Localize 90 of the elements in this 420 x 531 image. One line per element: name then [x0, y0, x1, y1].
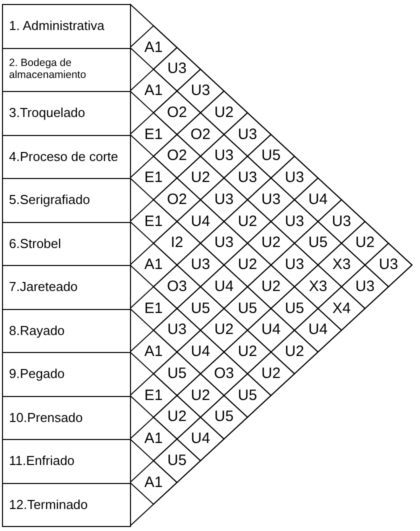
relationship-code: U2	[190, 386, 212, 404]
relationship-code: U3	[284, 212, 306, 230]
department-name: 9.Pegado	[9, 367, 65, 382]
relationship-code: U3	[213, 234, 235, 252]
relationship-code: U5	[236, 300, 258, 318]
department-name: 11.Enfriado	[9, 454, 75, 468]
department-box	[2, 265, 131, 310]
relationship-code: U2	[284, 343, 306, 361]
relationship-code: I2	[170, 234, 184, 252]
relationship-code: A1	[143, 38, 164, 56]
department-name: 3.Troquelado	[9, 106, 86, 120]
relationship-code: O3	[166, 278, 188, 296]
department-box	[2, 222, 131, 266]
department-box	[2, 91, 131, 136]
relationship-code: O2	[166, 147, 188, 166]
department-name: 7.Jareteado	[9, 280, 78, 294]
relationship-code: U2	[260, 364, 282, 383]
relationship-code: U5	[260, 147, 282, 166]
relationship-code: U3	[166, 60, 188, 78]
relationship-code: U4	[307, 190, 329, 209]
relationship-code: U4	[190, 430, 212, 448]
department-box	[2, 134, 131, 179]
relationship-code: U3	[190, 82, 212, 100]
relationship-code: A1	[143, 82, 164, 100]
department-name: 10.Prensado	[9, 410, 83, 425]
relationship-code: U2	[354, 234, 376, 252]
department-box	[2, 4, 131, 48]
relationship-code: E1	[143, 169, 164, 187]
relationship-code: O2	[166, 104, 188, 122]
relationship-code: U4	[190, 343, 212, 361]
relationship-code: U3	[378, 256, 400, 274]
department-box	[2, 396, 131, 440]
relationship-code: U5	[166, 452, 188, 470]
relationship-code: U5	[190, 300, 212, 318]
relationship-code: U2	[213, 104, 235, 122]
relationship-code: U3	[236, 126, 258, 144]
relationship-code: U3	[284, 169, 306, 187]
department-name: 2. Bodega de almacenamiento	[9, 58, 88, 82]
relationship-code: U2	[236, 343, 258, 361]
relationship-code: U5	[284, 300, 306, 318]
department-name: 4.Proceso de corte	[9, 150, 118, 164]
relationship-code: U3	[284, 256, 306, 274]
relationship-code: U2	[190, 169, 212, 187]
relationship-code: U5	[213, 408, 235, 426]
relationship-code: O2	[189, 126, 212, 144]
department-name: 1. Administrativa	[9, 19, 104, 34]
department-name: 5.Serigrafiado	[9, 193, 90, 208]
relationship-code: U2	[236, 256, 258, 274]
relationship-code: A1	[143, 256, 164, 274]
relationship-code: U3	[354, 278, 376, 296]
relationship-code: U2	[260, 278, 282, 296]
relationship-code: E1	[143, 126, 164, 144]
relationship-code: U2	[166, 408, 188, 426]
relationship-code: E1	[143, 212, 164, 230]
relationship-code: A1	[143, 343, 164, 361]
relationship-code: U3	[330, 212, 352, 230]
department-name: 12.Terminado	[9, 498, 88, 512]
department-name: 8.Rayado	[9, 324, 65, 338]
relationship-code: U3	[213, 190, 235, 209]
department-box	[2, 482, 131, 527]
department-box	[2, 48, 131, 92]
relationship-code: U4	[307, 321, 329, 340]
relationship-code: O3	[212, 364, 235, 383]
relationship-code: X3	[331, 256, 352, 274]
relationship-code: E1	[143, 300, 164, 318]
department-box	[2, 352, 131, 396]
relationship-code: U2	[213, 321, 235, 340]
relationship-code: U3	[190, 256, 212, 274]
relationship-code: X4	[331, 300, 352, 318]
relationship-code: U5	[307, 234, 329, 252]
relationship-code: U5	[166, 364, 188, 383]
relationship-code: A1	[143, 474, 164, 492]
relationship-code: U3	[166, 321, 188, 340]
relationship-code: U3	[236, 169, 258, 187]
department-box	[2, 439, 131, 484]
relationship-code: U2	[260, 234, 282, 252]
relationship-code: E1	[143, 386, 164, 404]
relationship-code: U4	[213, 278, 235, 296]
relationship-code: U3	[213, 147, 235, 166]
relationship-code: X3	[308, 278, 328, 296]
department-box	[2, 308, 131, 353]
relationship-code: U4	[190, 212, 212, 230]
relationship-code: O2	[166, 190, 188, 209]
department-box	[2, 178, 131, 222]
relationship-code: U4	[260, 321, 282, 340]
relationship-code: U2	[236, 212, 258, 230]
relationship-code: A1	[143, 430, 164, 448]
department-name: 6.Strobel	[9, 236, 62, 251]
relationship-code: U5	[236, 386, 258, 404]
relationship-code: U3	[260, 190, 282, 209]
